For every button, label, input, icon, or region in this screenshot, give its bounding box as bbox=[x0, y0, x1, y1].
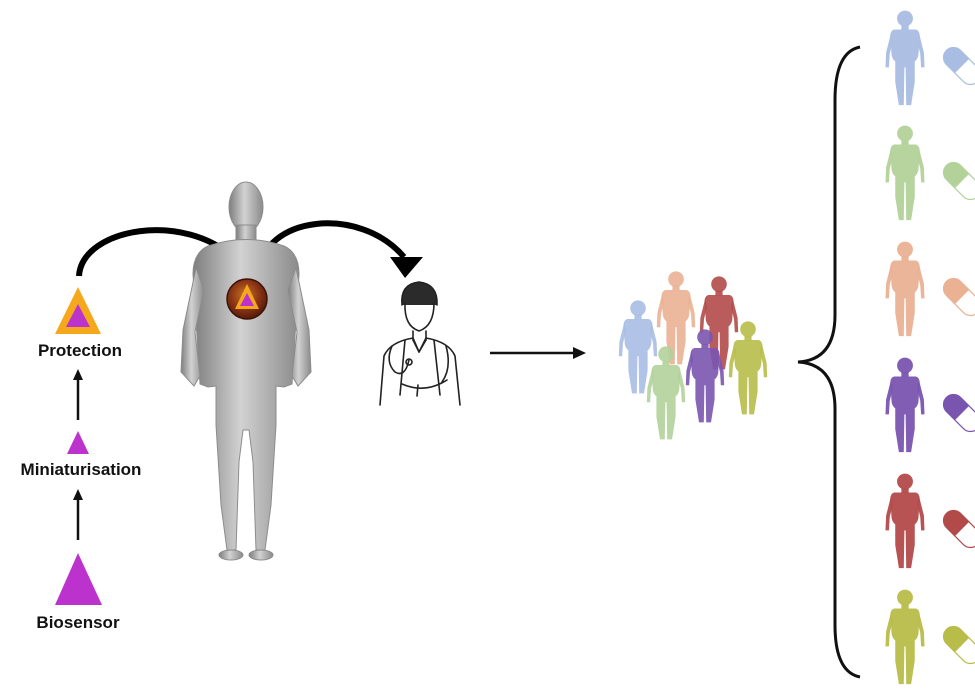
capsule-icon bbox=[939, 390, 975, 435]
large-purple-triangle-icon bbox=[55, 553, 102, 605]
capsule-icon bbox=[939, 622, 975, 667]
person-icon bbox=[885, 590, 924, 685]
curly-brace-icon bbox=[798, 47, 860, 677]
purple-triangle-with-orange-coating-icon bbox=[55, 287, 101, 334]
biosensor-step bbox=[55, 553, 102, 605]
capsule-icon bbox=[939, 158, 975, 203]
person-icon bbox=[885, 126, 924, 221]
personalised-therapy-list bbox=[885, 11, 975, 685]
diverse-population-icon bbox=[619, 271, 767, 439]
population-person-icon bbox=[729, 321, 767, 414]
capsule-icon bbox=[939, 274, 975, 319]
protection-label: Protection bbox=[38, 341, 122, 361]
biosensor-label: Biosensor bbox=[36, 613, 119, 633]
miniaturisation-label: Miniaturisation bbox=[21, 460, 142, 480]
population-person-icon bbox=[686, 329, 724, 422]
person-icon bbox=[885, 11, 924, 106]
capsule-icon bbox=[939, 43, 975, 88]
arrowhead-right-icon bbox=[573, 347, 586, 359]
implanted-sensor-icon bbox=[227, 279, 267, 319]
capsule-icon bbox=[939, 506, 975, 551]
person-icon bbox=[885, 474, 924, 569]
arrowhead-up-icon bbox=[73, 369, 83, 380]
arrowhead-up-icon bbox=[73, 489, 83, 500]
person-icon bbox=[885, 358, 924, 453]
doctor-icon bbox=[380, 282, 460, 405]
small-purple-triangle-icon bbox=[67, 431, 89, 454]
person-icon bbox=[885, 242, 924, 337]
arrowhead-down-icon bbox=[390, 257, 423, 278]
